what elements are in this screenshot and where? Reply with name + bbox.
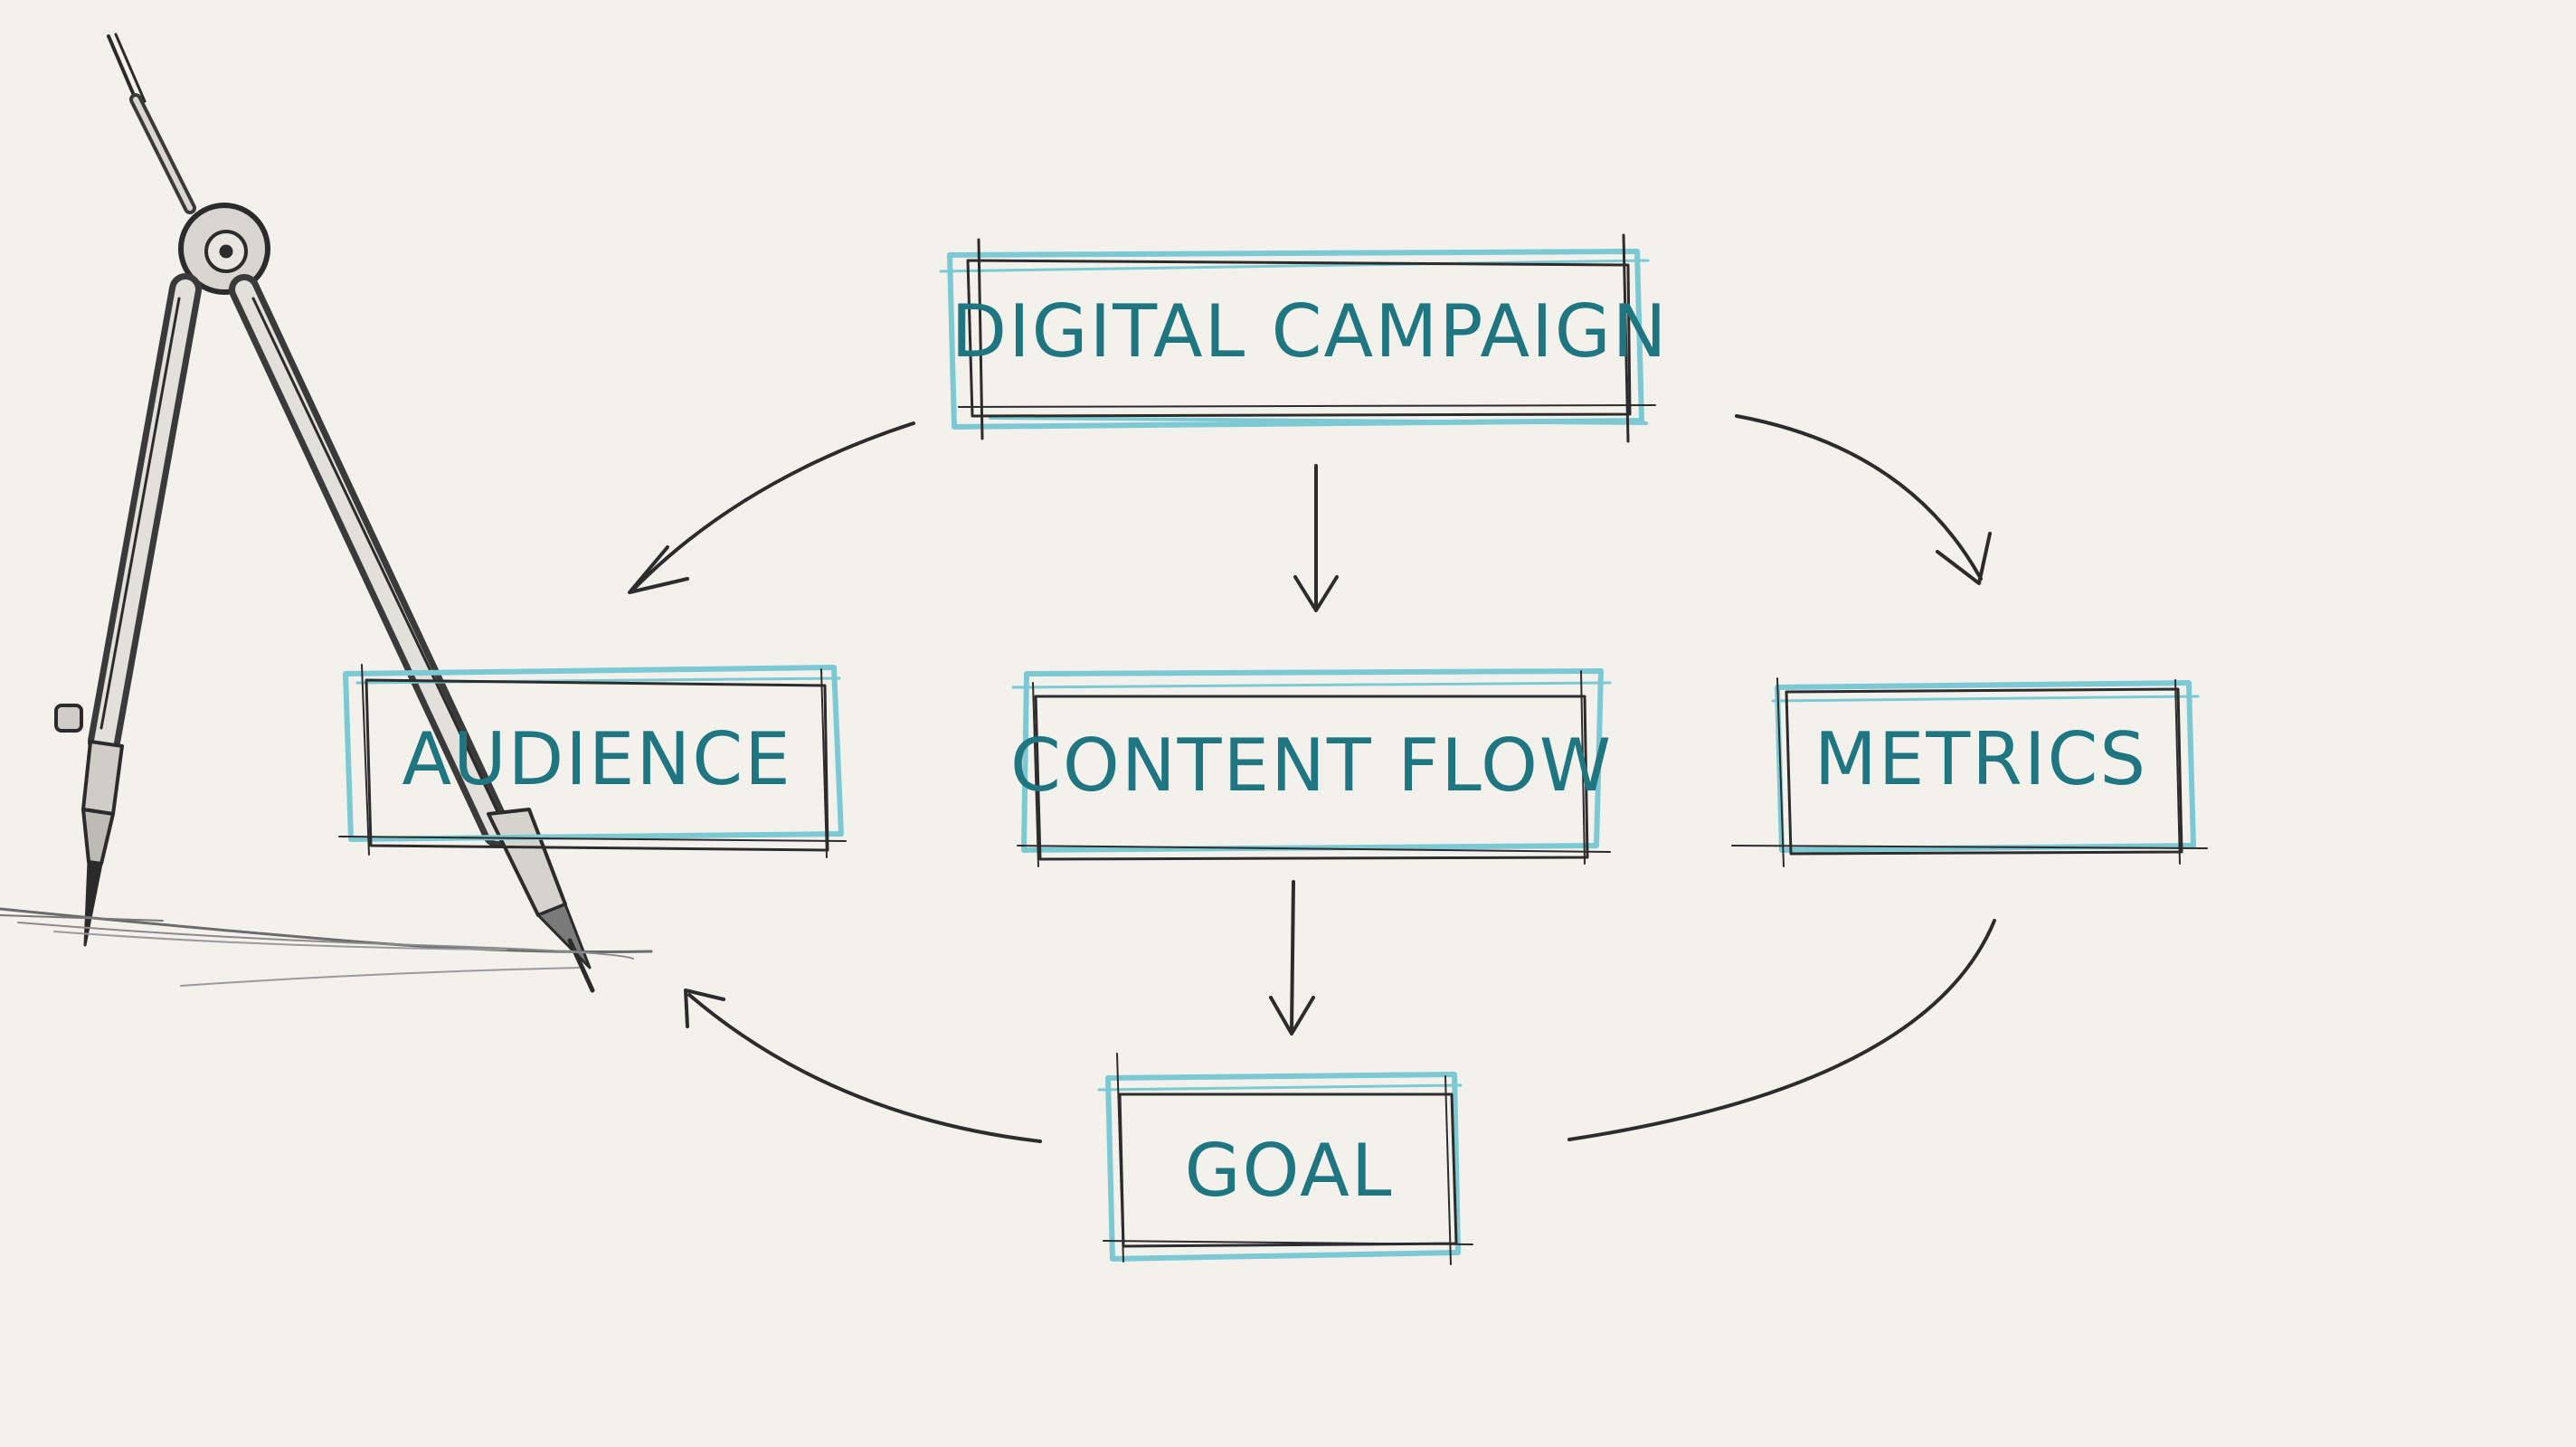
- node-goal: GOAL: [1097, 1053, 1473, 1265]
- arrow-metrics-to-goal: [1567, 919, 1996, 1141]
- node-label-goal: GOAL: [1185, 1129, 1394, 1213]
- arrow-campaign-to-audience-head: [628, 545, 689, 594]
- arrow-content-flow-to-goal-head: [1269, 996, 1315, 1036]
- drafting-compass-icon: [0, 33, 653, 993]
- arrow-campaign-to-metrics-head: [1936, 532, 1992, 585]
- connector-arrows: [628, 414, 1996, 1143]
- arrow-content-flow-to-goal: [1290, 880, 1295, 1033]
- node-label-metrics: METRICS: [1814, 717, 2147, 801]
- arrow-goal-to-audience: [687, 993, 1042, 1143]
- node-digital-campaign: DIGITAL CAMPAIGN: [939, 233, 1668, 443]
- node-label-content-flow: CONTENT FLOW: [1010, 724, 1613, 808]
- node-label-digital-campaign: DIGITAL CAMPAIGN: [951, 289, 1668, 374]
- node-label-audience: AUDIENCE: [402, 717, 791, 801]
- node-metrics: METRICS: [1731, 677, 2208, 867]
- node-audience: AUDIENCE: [338, 664, 847, 858]
- arrow-campaign-to-audience: [631, 421, 915, 591]
- node-content-flow: CONTENT FLOW: [1010, 668, 1613, 867]
- arrow-campaign-to-metrics: [1735, 414, 1983, 581]
- arrow-campaign-to-content-flow-head: [1293, 575, 1339, 612]
- arrow-goal-to-audience-head: [684, 988, 725, 1028]
